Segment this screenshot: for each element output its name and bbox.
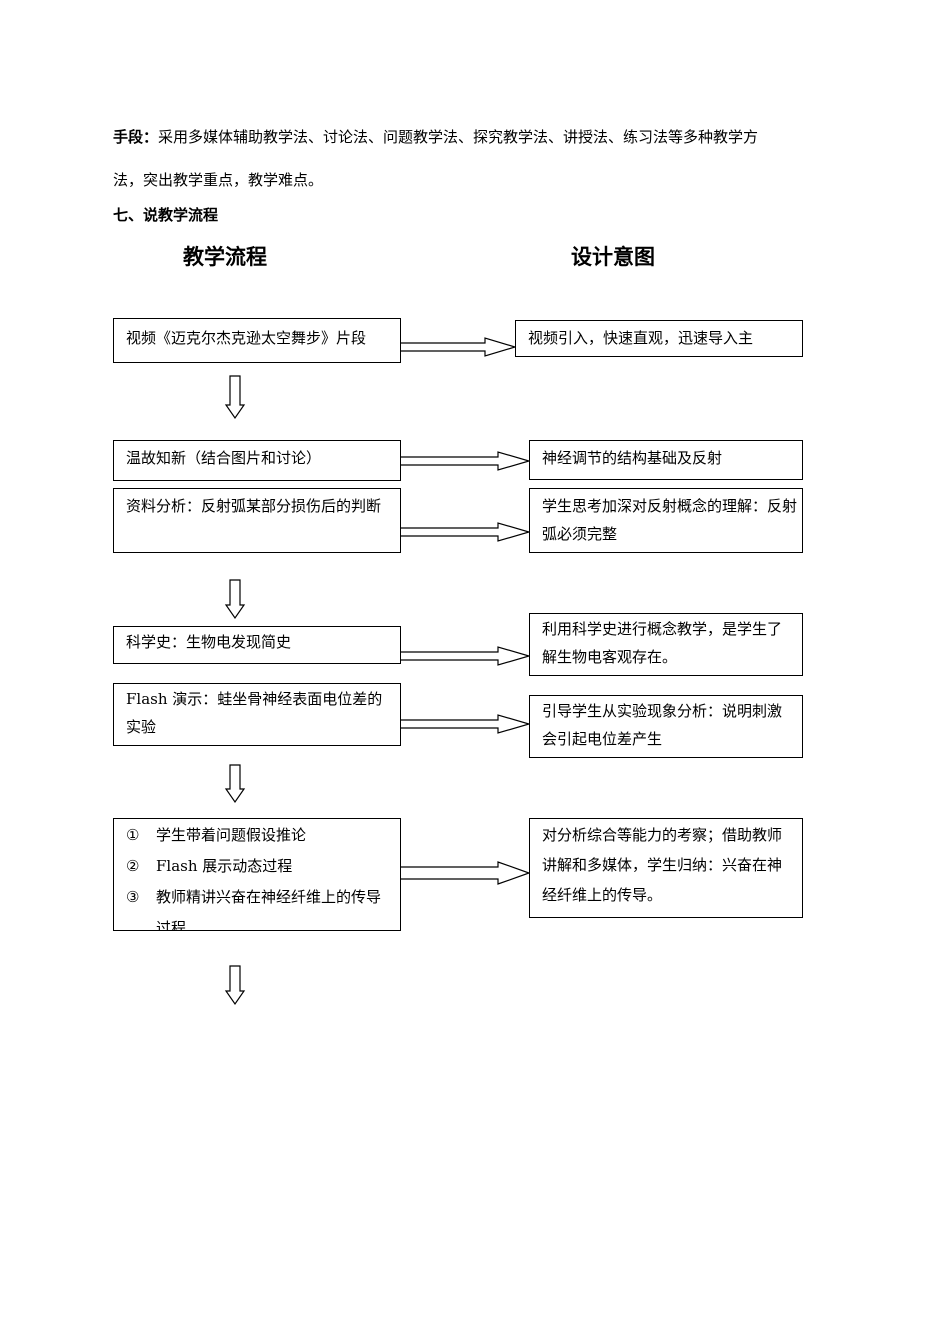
intent-5: 引导学生从实验现象分析：说明刺激会引起电位差产生: [529, 695, 803, 758]
list-item: ② Flash 展示动态过程: [126, 851, 388, 882]
intent-3: 学生思考加深对反射概念的理解：反射弧必须完整: [529, 488, 803, 553]
right-arrow-icon: [399, 451, 532, 471]
right-arrow-icon: [399, 646, 532, 666]
down-arrow-icon: [224, 965, 246, 1006]
column-heading-intent: 设计意图: [571, 245, 655, 269]
list-number: ①: [126, 826, 140, 844]
intent-2: 神经调节的结构基础及反射: [529, 440, 803, 480]
intent-6: 对分析综合等能力的考察；借助教师讲解和多媒体，学生归纳：兴奋在神经纤维上的传导。: [529, 818, 803, 918]
list-number: ③: [126, 888, 140, 906]
flow-step-6: ① 学生带着问题假设推论 ② Flash 展示动态过程 ③ 教师精讲兴奋在神经纤维上的…: [113, 818, 401, 931]
intent-4: 利用科学史进行概念教学，是学生了解生物电客观存在。: [529, 613, 803, 676]
list-item: ① 学生带着问题假设推论: [126, 820, 388, 851]
down-arrow-icon: [224, 579, 246, 620]
list-text: 教师精讲兴奋在神经纤维上的传导过程: [156, 888, 382, 931]
intent-1: 视频引入，快速直观，迅速导入主: [515, 320, 803, 357]
flow-step-4: 科学史：生物电发现简史: [113, 626, 401, 664]
down-arrow-icon: [224, 375, 246, 420]
column-heading-flow: 教学流程: [183, 245, 267, 269]
flow-step-1: 视频《迈克尔杰克逊太空舞步》片段: [113, 318, 401, 363]
intro-text: 采用多媒体辅助教学法、讨论法、问题教学法、探究教学法、讲授法、练习法等多种教学方: [158, 128, 759, 146]
intro-line-2: 法，突出教学重点，教学难点。: [113, 171, 324, 189]
flow-step-5: Flash 演示：蛙坐骨神经表面电位差的实验: [113, 683, 401, 746]
flow-step-2: 温故知新（结合图片和讨论）: [113, 440, 401, 481]
flow-step-3: 资料分析：反射弧某部分损伤后的判断: [113, 488, 401, 553]
intro-line-1: 手段：采用多媒体辅助教学法、讨论法、问题教学法、探究教学法、讲授法、练习法等多种…: [113, 126, 758, 147]
right-arrow-icon: [399, 337, 518, 357]
list-text: 学生带着问题假设推论: [156, 826, 307, 844]
down-arrow-icon: [224, 764, 246, 804]
list-number: ②: [126, 857, 140, 875]
list-text: Flash 展示动态过程: [156, 857, 293, 875]
right-arrow-icon: [399, 861, 531, 885]
list-item: ③ 教师精讲兴奋在神经纤维上的传导过程: [126, 882, 388, 931]
section-heading: 七、说教学流程: [113, 206, 219, 224]
right-arrow-icon: [399, 714, 532, 734]
right-arrow-icon: [399, 522, 532, 542]
intro-label: 手段：: [113, 128, 159, 146]
